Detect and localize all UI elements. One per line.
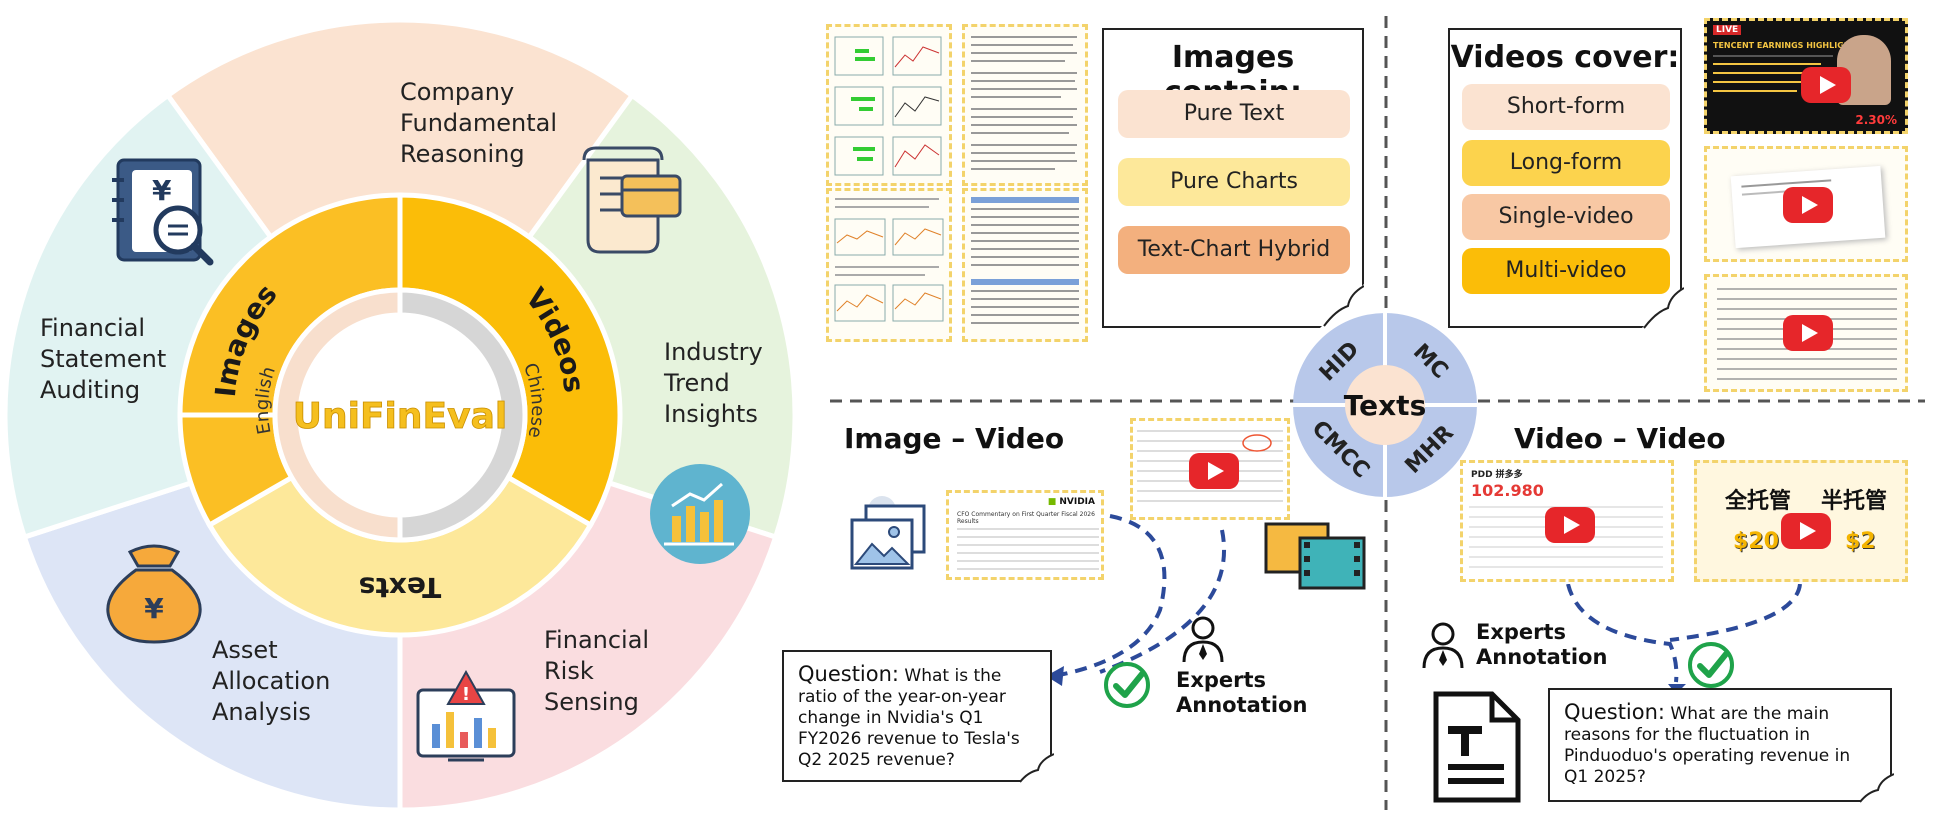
document-title: CFO Commentary on First Quarter Fiscal 2… — [957, 511, 1095, 525]
expert-person-icon — [1422, 622, 1464, 669]
image-video-question-card: Question: What is the ratio of the year-… — [782, 650, 1052, 782]
flow-arrows-image-video — [1046, 514, 1226, 686]
ledger-magnifier-icon: ¥ — [112, 158, 214, 266]
statement-video-thumbnail[interactable] — [1704, 274, 1908, 392]
tesla-table-video-thumbnail[interactable] — [1130, 418, 1290, 520]
live-video-thumbnail[interactable]: LIVE TENCENT EARNINGS HIGHLIGHTS 2.30% — [1704, 18, 1908, 134]
table-page-thumbnail — [962, 188, 1088, 342]
nvidia-logo: ■ NVIDIA — [1047, 497, 1095, 507]
chart-page-thumbnail — [826, 24, 952, 186]
video-video-question-card: Question: What are the main reasons for … — [1548, 688, 1892, 802]
ticker-label: PDD 拼多多 — [1471, 470, 1523, 480]
expert-person-icon — [1182, 616, 1224, 663]
question-text: What is the ratio of the year-on-year ch… — [798, 666, 1020, 770]
page-fold-icon — [1858, 772, 1894, 804]
document-video-thumbnail[interactable] — [1704, 146, 1908, 262]
full-hosting-price: $20 — [1733, 529, 1779, 554]
risk-alert-monitor-icon: ! — [416, 669, 516, 762]
hosting-comparison-video-thumbnail[interactable]: 全托管 半托管 $20 $2 — [1694, 460, 1908, 582]
film-strip-icon — [1264, 522, 1366, 590]
text-document-icon — [1433, 691, 1521, 803]
bar-chart-icon — [650, 464, 750, 564]
video-type-single-video: Single-video — [1462, 194, 1670, 240]
checkmark-icon — [1688, 642, 1734, 688]
question-text: What are the main reasons for the fluctu… — [1564, 704, 1851, 787]
page-fold-icon — [1320, 284, 1364, 328]
stock-price: 102.980 — [1471, 481, 1544, 500]
unifineval-wheel: Images Videos Texts English Chinese UniF… — [2, 17, 798, 813]
play-button-icon[interactable] — [1783, 187, 1833, 223]
video-headline: TENCENT EARNINGS HIGHLIGHTS — [1713, 41, 1862, 50]
svg-text:!: ! — [462, 684, 470, 705]
play-button-icon[interactable] — [1801, 67, 1851, 103]
question-label: Question: — [798, 662, 900, 686]
wheel-center-disc — [300, 315, 500, 515]
video-video-section-title: Video – Video — [1514, 422, 1726, 455]
benchmark-title: UniFinEval — [293, 396, 507, 437]
text-page-thumbnail — [962, 24, 1088, 186]
svg-text:¥: ¥ — [144, 592, 164, 625]
price-change: 2.30% — [1855, 113, 1897, 127]
video-type-long-form: Long-form — [1462, 140, 1670, 186]
image-type-pure-charts: Pure Charts — [1118, 158, 1350, 206]
play-button-icon[interactable] — [1189, 453, 1239, 489]
semi-hosting-term: 半托管 — [1821, 489, 1888, 514]
page-fold-icon — [1018, 752, 1054, 784]
video-type-multi-video: Multi-video — [1462, 248, 1670, 294]
money-bag-icon: ¥ — [106, 544, 202, 644]
modality-label-texts: Texts — [359, 571, 441, 604]
image-gallery-icon — [850, 496, 926, 570]
nvidia-cfo-document: ■ NVIDIA CFO Commentary on First Quarter… — [946, 490, 1104, 580]
page-fold-icon — [1640, 286, 1684, 330]
semi-hosting-price: $2 — [1845, 529, 1876, 554]
play-button-icon[interactable] — [1545, 507, 1595, 543]
videos-cover-panel: Videos cover: Short-form Long-form Singl… — [1448, 28, 1682, 328]
svg-text:¥: ¥ — [152, 174, 172, 207]
texts-hub: Texts HID MC MHR CMCC — [1293, 313, 1477, 497]
live-badge: LIVE — [1713, 25, 1742, 35]
texts-hub-title: Texts — [1344, 389, 1426, 422]
scroll-document-icon — [582, 146, 682, 254]
question-label: Question: — [1564, 700, 1666, 724]
images-contain-panel: Images contain: Pure Text Pure Charts Te… — [1102, 28, 1364, 328]
image-video-section-title: Image – Video — [844, 422, 1065, 455]
full-hosting-term: 全托管 — [1725, 489, 1792, 514]
image-type-text-chart-hybrid: Text-Chart Hybrid — [1118, 226, 1350, 274]
pdd-quote-video-thumbnail[interactable]: PDD 拼多多 102.980 — [1460, 460, 1674, 582]
hybrid-page-thumbnail — [826, 188, 952, 342]
play-button-icon[interactable] — [1783, 315, 1833, 351]
modality-ring — [177, 192, 623, 638]
video-type-short-form: Short-form — [1462, 84, 1670, 130]
checkmark-icon — [1104, 662, 1150, 708]
image-type-pure-text: Pure Text — [1118, 90, 1350, 138]
videos-cover-title: Videos cover: — [1450, 40, 1680, 75]
play-button-icon[interactable] — [1781, 513, 1831, 549]
